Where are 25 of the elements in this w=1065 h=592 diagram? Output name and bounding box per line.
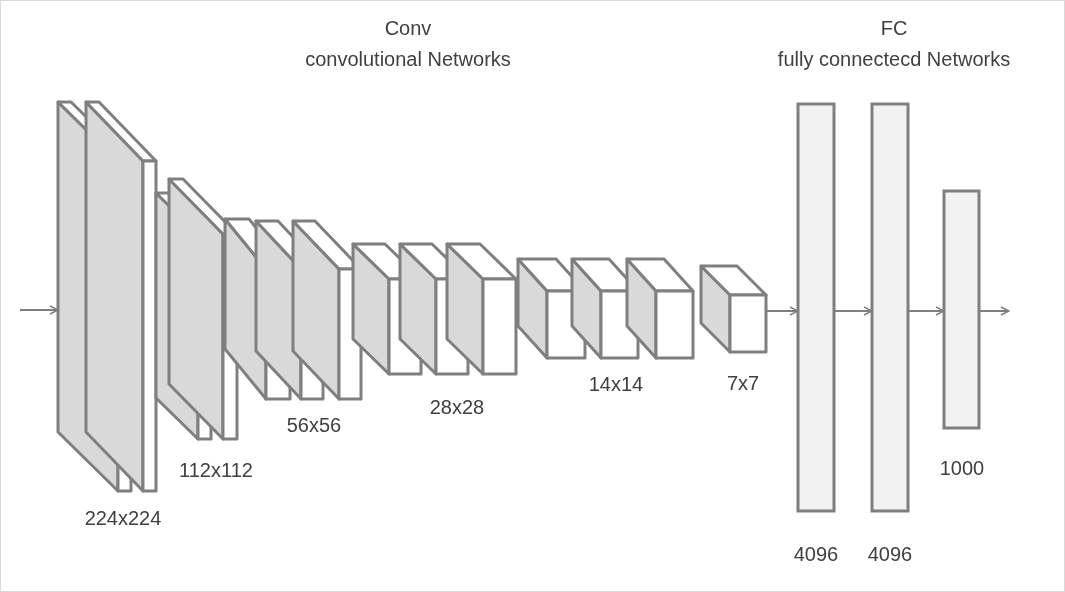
layer-bar — [796, 102, 836, 513]
heading-label: Conv — [384, 16, 432, 40]
size-label: 28x28 — [429, 395, 485, 419]
arrow — [978, 306, 1010, 316]
heading-label: convolutional Networks — [305, 47, 511, 71]
size-label: 1000 — [939, 456, 985, 480]
size-label: 112x112 — [179, 458, 253, 482]
heading-label: fully connectecd Networks — [777, 47, 1011, 71]
layer-slab — [445, 242, 518, 376]
layer-slab — [84, 100, 158, 493]
heading-label: FC — [880, 16, 908, 40]
layer-bar — [942, 189, 981, 430]
size-label: 56x56 — [286, 413, 342, 437]
arrow — [907, 306, 945, 316]
layer-bar — [870, 102, 910, 513]
arrow — [19, 305, 59, 315]
layer-slab — [699, 264, 768, 354]
size-label: 224x224 — [84, 506, 162, 530]
size-label: 7x7 — [726, 371, 760, 395]
arrow — [765, 306, 799, 316]
size-label: 4096 — [867, 542, 913, 566]
size-label: 4096 — [793, 542, 839, 566]
size-label: 14x14 — [588, 372, 644, 396]
layer-slab — [625, 257, 695, 360]
arrow — [833, 306, 873, 316]
